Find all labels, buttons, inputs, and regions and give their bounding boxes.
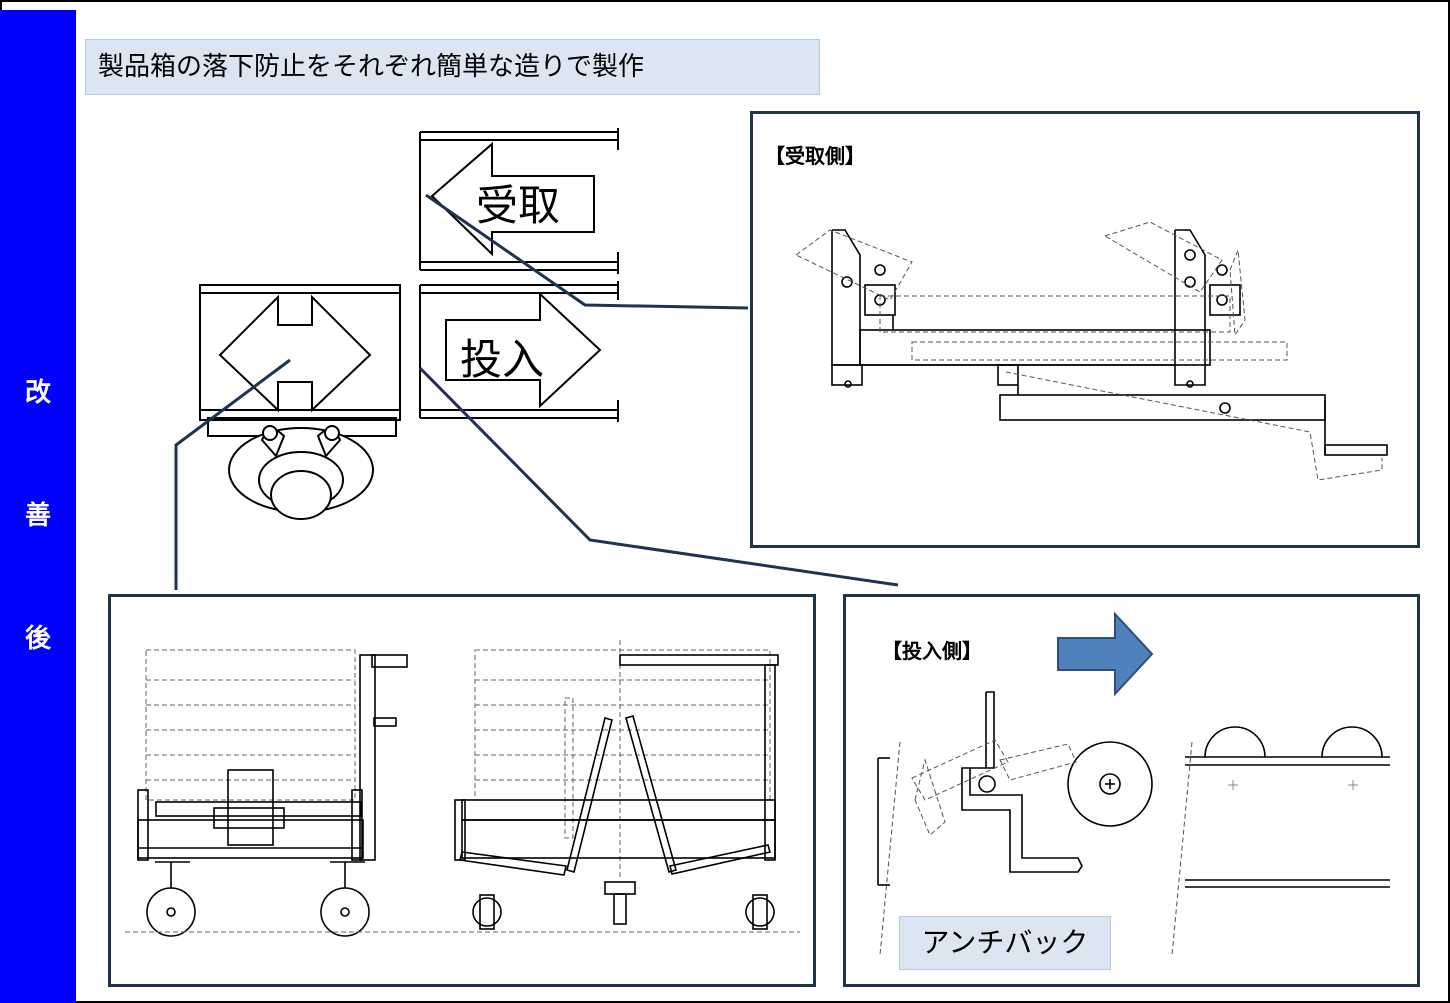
direction-arrow-icon — [1057, 611, 1154, 697]
insert-arrow-label: 投入 — [460, 335, 545, 384]
title-box: 製品箱の落下防止をそれぞれ簡単な造りで製作 — [85, 39, 820, 95]
receive-arrow-label: 受取 — [476, 181, 561, 230]
cart-panel — [108, 594, 816, 987]
receive-side-label: 【受取側】 — [765, 144, 865, 168]
insert-side-label: 【投入側】 — [882, 639, 982, 663]
side-char-1: 改 — [24, 378, 51, 408]
side-bar: 改 善 後 — [0, 10, 76, 1003]
side-char-3: 後 — [24, 624, 51, 654]
anti-back-label: アンチバック — [899, 916, 1111, 970]
side-char-2: 善 — [24, 501, 51, 531]
